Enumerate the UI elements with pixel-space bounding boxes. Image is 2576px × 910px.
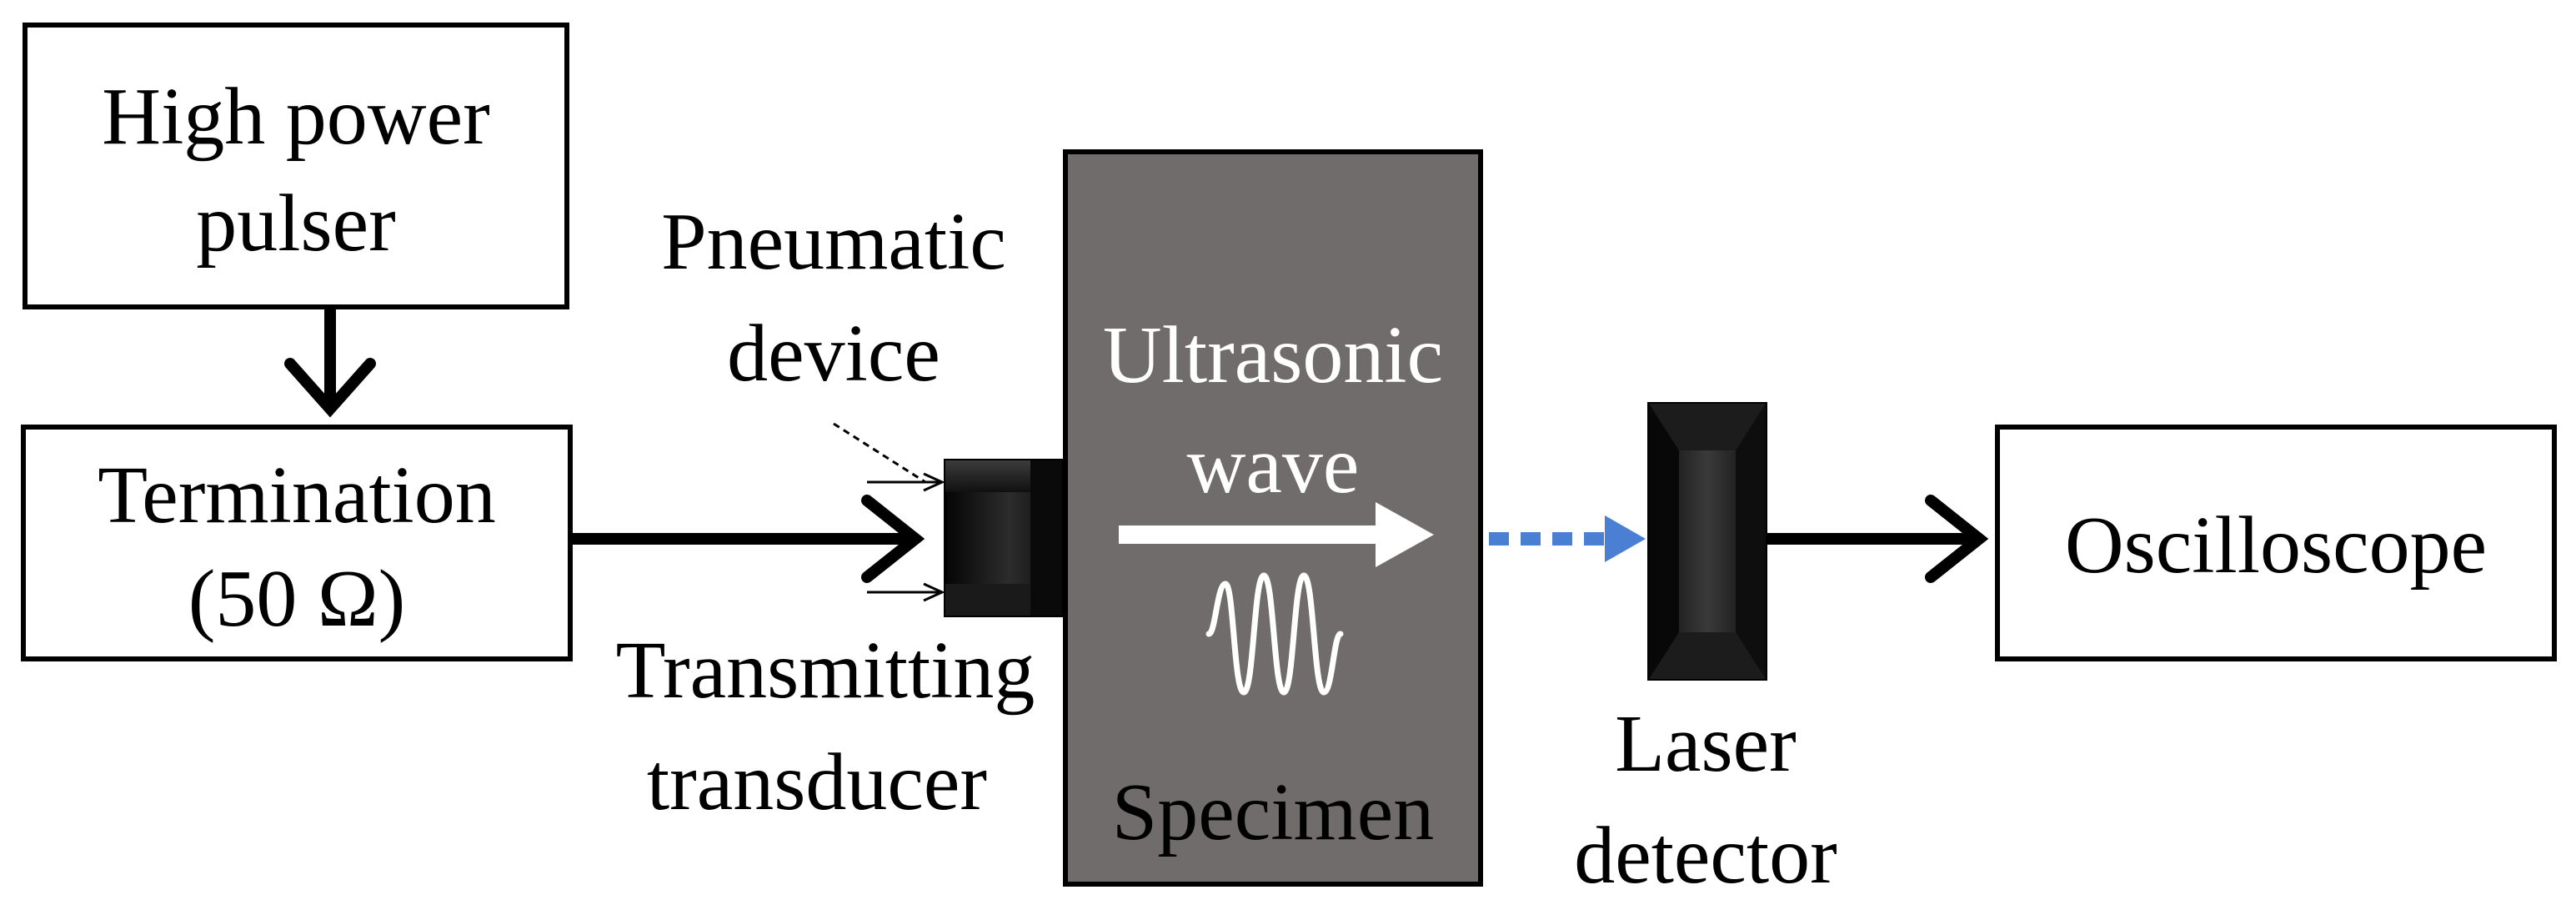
pulser-label-line2: pulser [196,178,396,269]
laser-label-line1: Laser [1615,699,1797,789]
laser-beam-arrow [1489,515,1646,562]
specimen-box [1063,149,1483,887]
transmitting-label-line1: Transmitting [616,626,1035,716]
pulser-to-termination-arrow [284,309,376,418]
oscilloscope-label: Oscilloscope [2065,500,2487,591]
termination-label-line1: Termination [98,450,496,540]
wave-direction-arrow [1119,502,1434,567]
termination-box [21,425,573,661]
high-power-pulser-block: High power pulser [23,23,569,309]
termination-label-line2: (50 Ω) [188,554,406,644]
specimen-label: Specimen [1112,767,1434,857]
transducer-block-icon [944,459,1064,617]
pulser-box [23,23,569,309]
specimen-block: Ultrasonic wave Specimen [1063,149,1483,887]
detector-block-icon [1647,402,1767,681]
pneumatic-label-line1: Pneumatic [661,197,1006,287]
pneumatic-leader-line [833,422,926,484]
laser-detector-label: Laser detector [1574,699,1837,901]
sine-burst-icon [1205,572,1344,696]
pneumatic-device-label: Pneumatic device [661,197,1006,399]
pulser-label-line1: High power [102,72,489,162]
pneumatic-force-arrows [833,422,945,602]
oscilloscope-box [1995,425,2557,661]
pneumatic-label-line2: device [727,309,940,399]
transmitting-transducer-label: Transmitting transducer [616,626,1035,827]
transmitting-label-line2: transducer [647,737,987,827]
ultrasonic-wave-label-line2: wave [1187,420,1360,510]
detector-to-oscilloscope-arrow [1767,495,1989,583]
oscilloscope-block: Oscilloscope [1995,425,2557,661]
laser-label-line2: detector [1574,811,1837,901]
termination-to-transducer-arrow [572,495,925,583]
termination-block: Termination (50 Ω) [21,425,573,661]
ultrasonic-wave-label-line1: Ultrasonic [1103,310,1443,400]
